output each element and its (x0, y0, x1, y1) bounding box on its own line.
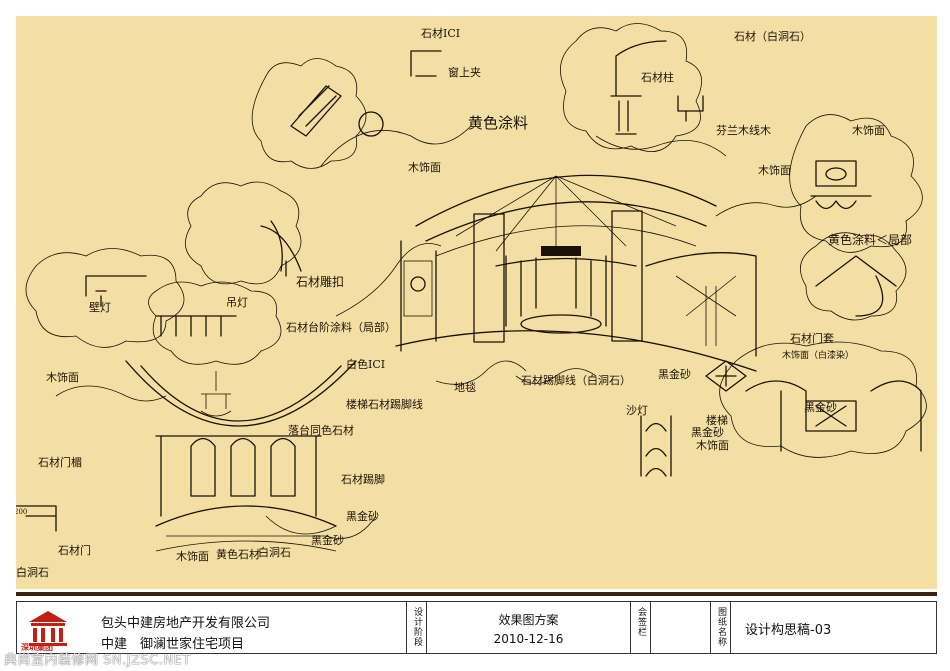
company-cell: 深圳集团 包头中建房地产开发有限公司 中建 御澜世家住宅项目 (17, 602, 407, 653)
label-7: 木饰面 (852, 123, 885, 137)
label-27: 木饰面 (176, 549, 209, 563)
label-28: 黄色石材 (216, 547, 260, 561)
label-34: 楼梯 (706, 413, 728, 427)
label-37: 200 (16, 508, 27, 516)
name-label-cell: 图纸名称 (711, 602, 731, 653)
label-8: 木饰面 (758, 163, 791, 177)
drawing-name: 设计构思稿-03 (745, 623, 832, 638)
label-0: 石材ICI (421, 26, 460, 40)
label-17: 石材踢脚线（白洞石） (521, 373, 631, 387)
label-30: 石材门 (58, 543, 91, 557)
label-13: 石材台阶涂料（局部） (286, 320, 396, 334)
label-4: 石材（白洞石） (734, 29, 811, 43)
label-25: 黑金砂 (346, 509, 379, 523)
label-36: 木饰面 (696, 438, 729, 452)
sketch-sheet: 石材ICI 窗上夹 黄色涂料 木饰面 石材（白洞石） 石材柱 芬兰木线木 木饰面… (16, 16, 937, 589)
handwritten-labels: 石材ICI 窗上夹 黄色涂料 木饰面 石材（白洞石） 石材柱 芬兰木线木 木饰面… (16, 26, 912, 579)
title-block: 深圳集团 包头中建房地产开发有限公司 中建 御澜世家住宅项目 设计阶段 效果图方… (16, 601, 937, 654)
stage-label-cell: 设计阶段 (407, 602, 427, 653)
stage-label: 设计阶段 (412, 607, 422, 647)
drawing-type-cell: 效果图方案 2010-12-16 (427, 602, 631, 653)
label-35: 黑金砂 (691, 425, 724, 439)
sign-cell (651, 602, 711, 653)
name-label: 图纸名称 (716, 607, 726, 647)
logo-text: 深圳集团 (21, 643, 53, 652)
company-name: 包头中建房地产开发有限公司 (101, 616, 271, 631)
label-14: 白色ICI (346, 357, 385, 371)
label-20: 木饰面（白漆染） (782, 349, 854, 361)
sign-label-cell: 会签栏 (631, 602, 651, 653)
label-2: 黄色涂料 (468, 114, 528, 132)
label-15: 楼梯石材踢脚线 (346, 397, 423, 411)
label-16: 地毯 (454, 380, 476, 394)
label-31: 白洞石 (16, 565, 49, 579)
label-11: 吊灯 (226, 296, 248, 309)
company-logo (25, 608, 71, 648)
drawing-name-cell: 设计构思稿-03 (731, 602, 936, 653)
label-22: 木饰面 (46, 370, 79, 384)
sign-label: 会签栏 (636, 607, 646, 637)
label-29: 白洞石 (258, 545, 291, 559)
label-26: 黑金砂 (311, 533, 344, 547)
drawing-type: 效果图方案 (498, 613, 559, 627)
bracket-details (16, 40, 922, 532)
label-5: 石材柱 (641, 70, 674, 84)
cloud-outlines (25, 23, 927, 458)
leader-lines (55, 125, 817, 539)
drawing-date: 2010-12-16 (493, 632, 564, 646)
label-12: 壁灯 (89, 300, 111, 314)
concept-sketch: 石材ICI 窗上夹 黄色涂料 木饰面 石材（白洞石） 石材柱 芬兰木线木 木饰面… (16, 23, 927, 579)
project-name: 中建 御澜世家住宅项目 (101, 637, 245, 652)
label-32: 黑金砂 (804, 400, 837, 414)
rotunda-perspective (395, 174, 757, 372)
label-21: 落台同色石材 (288, 423, 354, 437)
label-33: 沙灯 (626, 404, 648, 417)
label-23: 石材门楣 (38, 455, 82, 469)
label-9: 黄色涂料＜局部 (828, 232, 912, 247)
label-6: 芬兰木线木 (716, 123, 771, 137)
label-3: 木饰面 (408, 160, 441, 174)
divider-rule (16, 592, 937, 596)
label-10: 石材雕扣 (296, 274, 344, 289)
watermark: 典尚室内装修网 SN.JZSC.NET (4, 653, 191, 668)
label-18: 黑金砂 (658, 367, 691, 381)
label-24: 石材踢脚 (341, 472, 385, 486)
label-1: 窗上夹 (448, 65, 481, 79)
lower-left-elevation (125, 360, 357, 552)
label-19: 石材门套 (790, 331, 834, 345)
